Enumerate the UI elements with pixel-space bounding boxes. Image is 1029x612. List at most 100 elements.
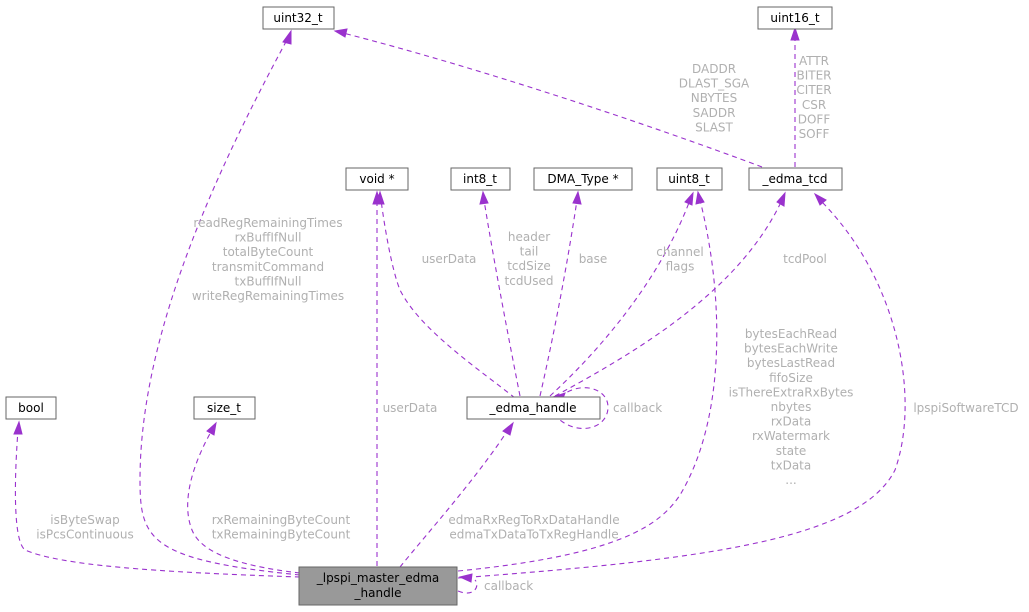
edge-label-line: BITER — [796, 69, 831, 83]
edge-label-line: DLAST_SGA — [679, 77, 750, 91]
edge-label-line: base — [579, 252, 608, 266]
node-dma-type-label: DMA_Type * — [547, 172, 618, 186]
edge-label-line: rxData — [771, 415, 811, 429]
edge-arrowhead — [776, 191, 786, 207]
edge-arrowhead — [206, 421, 217, 436]
edge-label-line: CSR — [802, 98, 826, 112]
edge-label-line: callback — [484, 579, 533, 593]
edge-arrowhead — [479, 190, 489, 205]
edge-main-tcd — [457, 199, 906, 579]
edge-label-line: tail — [520, 245, 539, 259]
node-void-pointer[interactable]: void * — [345, 167, 409, 191]
label-main-self: callback — [484, 579, 533, 593]
node-edma-handle-label: _edma_handle — [489, 401, 577, 415]
edge-label-line: readRegRemainingTimes — [193, 216, 342, 230]
edge-label-line: txRemainingByteCount — [212, 528, 351, 542]
edge-main-uint8 — [457, 199, 718, 572]
node-edma-handle[interactable]: _edma_handle — [466, 396, 601, 420]
node-uint8[interactable]: uint8_t — [656, 167, 723, 191]
node-bool[interactable]: bool — [5, 396, 57, 420]
node-uint32[interactable]: uint32_t — [262, 6, 335, 30]
edges — [13, 26, 906, 594]
node-size-t[interactable]: size_t — [193, 396, 256, 420]
edge-main-sizet — [187, 429, 301, 574]
edge-label-line: ATTR — [799, 54, 829, 68]
edge-edma-self — [559, 387, 609, 429]
label-edma-dma: base — [579, 252, 608, 266]
edge-label-line: edmaTxDataToTxRegHandle — [449, 528, 618, 542]
edge-arrowhead — [13, 420, 23, 435]
edge-label-line: SADDR — [693, 106, 736, 120]
edge-label-line: bytesEachWrite — [744, 342, 838, 356]
node-size-t-label: size_t — [207, 401, 241, 415]
edge-label-line: channel — [656, 245, 703, 259]
nodes: uint32_t uint16_t void * int8_t DMA_Type… — [5, 6, 843, 606]
edge-label-line: header — [508, 230, 550, 244]
node-main-label-line2: _handle — [354, 586, 402, 600]
edge-edma-uint8 — [549, 199, 691, 397]
edge-label-line: ... — [785, 473, 796, 487]
edge-edma-dma — [539, 199, 578, 397]
edge-edma-tcd — [554, 199, 783, 397]
edge-label-line: flags — [666, 260, 695, 274]
edge-label-line: lpspiSoftwareTCD — [913, 401, 1018, 415]
edge-arrowhead — [813, 192, 827, 206]
label-main-void: userData — [383, 401, 438, 415]
edge-label-line: edmaRxRegToRxDataHandle — [448, 513, 619, 527]
edge-arrowhead — [372, 190, 382, 205]
edge-label-line: callback — [613, 401, 662, 415]
edge-label-line: userData — [383, 401, 438, 415]
node-uint32-label: uint32_t — [273, 11, 323, 25]
edge-label-line: transmitCommand — [212, 260, 324, 274]
edge-label-line: bytesLastRead — [747, 356, 835, 370]
node-dma-type[interactable]: DMA_Type * — [533, 167, 633, 191]
edge-arrowhead — [695, 190, 705, 205]
label-edma-void: userData — [422, 252, 477, 266]
node-void-pointer-label: void * — [359, 172, 394, 186]
edge-label-line: isThereExtraRxBytes — [729, 385, 854, 399]
edge-label-line: tcdSize — [507, 259, 551, 273]
edge-label-line: state — [776, 444, 806, 458]
node-bool-label: bool — [18, 401, 44, 415]
edge-main-bool — [14, 429, 301, 578]
label-edma-self: callback — [613, 401, 662, 415]
edge-label-line: rxRemainingByteCount — [212, 513, 351, 527]
edge-edma-int8 — [483, 199, 521, 397]
edge-label-line: nbytes — [771, 400, 812, 414]
edge-label-line: DOFF — [798, 112, 831, 126]
node-uint16[interactable]: uint16_t — [757, 6, 833, 30]
edge-arrowhead — [572, 190, 582, 205]
edge-label-line: fifoSize — [769, 371, 813, 385]
node-edma-tcd[interactable]: _edma_tcd — [748, 167, 843, 191]
edge-label-line: isPcsContinuous — [36, 528, 133, 542]
edge-label-line: CITER — [796, 83, 831, 97]
edge-label-line: txBuffIfNull — [235, 274, 302, 288]
edge-label-line: SOFF — [799, 127, 830, 141]
node-int8-label: int8_t — [463, 172, 497, 186]
node-main-label-line1: _lpspi_master_edma — [316, 571, 440, 585]
edge-label-line: tcdUsed — [505, 274, 554, 288]
edge-arrowhead — [790, 26, 800, 41]
node-int8[interactable]: int8_t — [450, 167, 511, 191]
edge-main-uint32 — [139, 37, 301, 576]
edge-label-line: tcdPool — [783, 252, 827, 266]
label-edma-tcd: tcdPool — [783, 252, 827, 266]
edge-label-line: SLAST — [695, 120, 733, 134]
edge-main-edma — [399, 429, 509, 568]
node-uint16-label: uint16_t — [770, 11, 820, 25]
edge-label-line: totalByteCount — [223, 245, 314, 259]
edge-main-self — [457, 579, 478, 594]
edge-arrowhead — [458, 573, 473, 583]
node-lpspi-master-edma-handle[interactable]: _lpspi_master_edma _handle — [298, 566, 458, 606]
edge-label-line: rxBuffIfNull — [235, 231, 302, 245]
edge-arrowhead — [333, 28, 348, 38]
